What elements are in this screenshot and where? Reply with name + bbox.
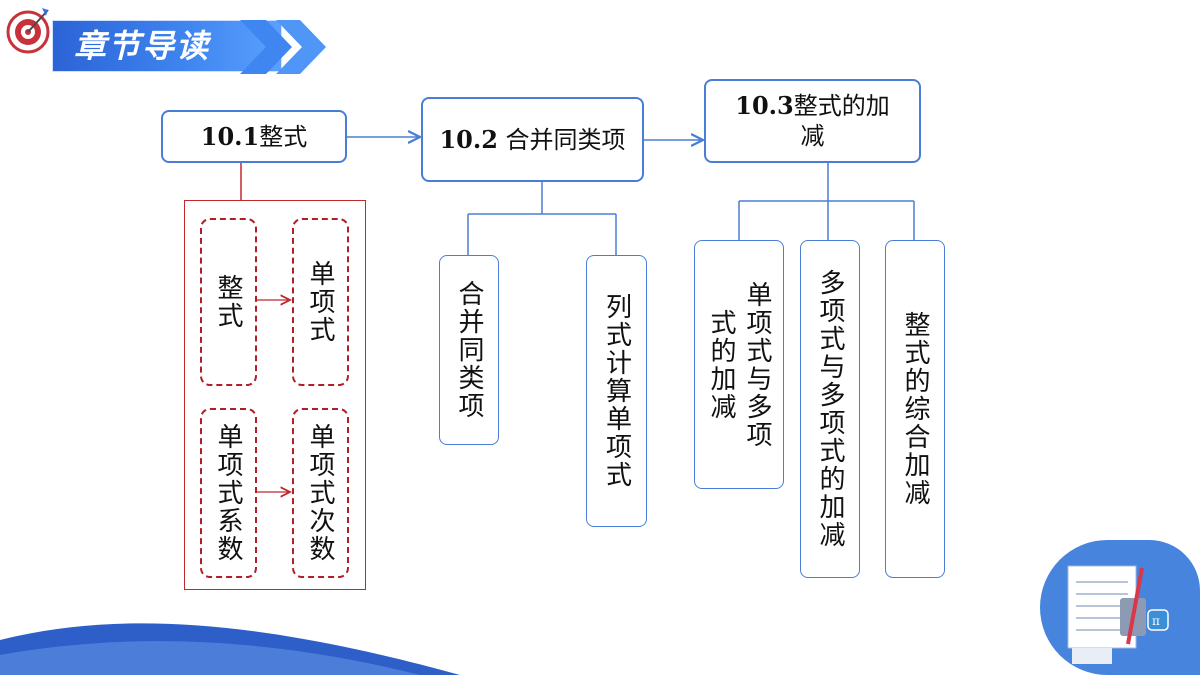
page-title: 章节导读 bbox=[74, 27, 211, 65]
concept-danxiangshi: 单项式 bbox=[292, 218, 349, 386]
concept-danxiangshi-xishu: 单项式系数 bbox=[200, 408, 257, 578]
svg-text:π: π bbox=[1152, 614, 1160, 628]
concept-zhengshi: 整式 bbox=[200, 218, 257, 386]
target-icon bbox=[2, 2, 52, 54]
topic-danxiang-duoxiang-jiajian[interactable]: 单项式与多项式的加减 bbox=[694, 240, 784, 489]
section-10-3-node[interactable]: 10.3整式的加减 bbox=[704, 79, 921, 163]
section-10-1-title: 整式 bbox=[259, 122, 308, 151]
section-10-2-title: 合并同类项 bbox=[497, 125, 626, 154]
topic-zhengshi-zonghe-jiajian[interactable]: 整式的综合加减 bbox=[885, 240, 945, 578]
section-10-3-prefix: 10.3 bbox=[735, 91, 794, 120]
section-10-3-title: 整式的加减 bbox=[793, 92, 890, 150]
math-illustration: π bbox=[1050, 548, 1196, 672]
topic-hebing-tongleixiang[interactable]: 合并同类项 bbox=[439, 255, 499, 445]
bottom-wave-decoration bbox=[0, 600, 460, 675]
concept-danxiangshi-cishu: 单项式次数 bbox=[292, 408, 349, 578]
section-10-1-prefix: 10.1 bbox=[200, 121, 260, 151]
section-10-2-node[interactable]: 10.2 合并同类项 bbox=[421, 97, 644, 182]
header-chevrons bbox=[240, 20, 340, 74]
section-10-2-prefix: 10.2 bbox=[439, 124, 498, 154]
topic-duoxiang-duoxiang-jiajian[interactable]: 多项式与多项式的加减 bbox=[800, 240, 860, 578]
section-10-1-detail-box bbox=[184, 200, 366, 590]
topic-lieshi-jisuan[interactable]: 列式计算单项式 bbox=[586, 255, 647, 527]
